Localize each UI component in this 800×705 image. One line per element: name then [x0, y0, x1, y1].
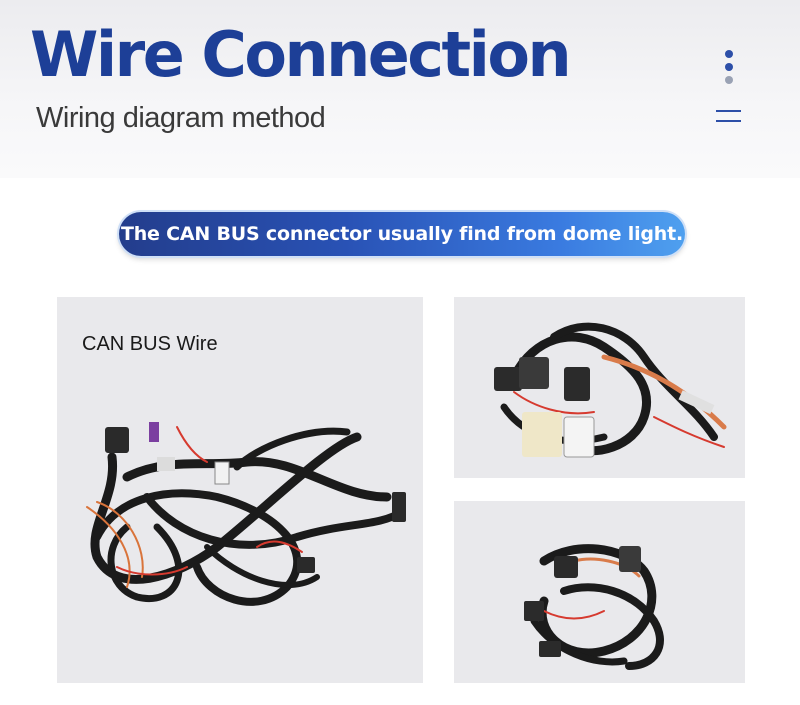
page-subtitle: Wiring diagram method: [36, 102, 326, 134]
harness-detail-image-bottom: [524, 544, 664, 670]
can-bus-wire-label: CAN BUS Wire: [82, 333, 218, 355]
info-banner: The CAN BUS connector usually find from …: [119, 212, 685, 256]
harness-detail-panel-bottom: [454, 501, 745, 683]
harness-detail-panel-top: [454, 297, 745, 478]
page-title: Wire Connection: [30, 18, 572, 91]
page-header: Wire Connection Wiring diagram method: [0, 0, 800, 178]
vertical-dots-icon[interactable]: [723, 50, 735, 86]
harness-detail-image-top: [494, 322, 727, 458]
wire-harness-image: [86, 422, 406, 606]
can-bus-wire-panel: CAN BUS Wire: [57, 297, 423, 683]
menu-icon[interactable]: [716, 110, 741, 124]
